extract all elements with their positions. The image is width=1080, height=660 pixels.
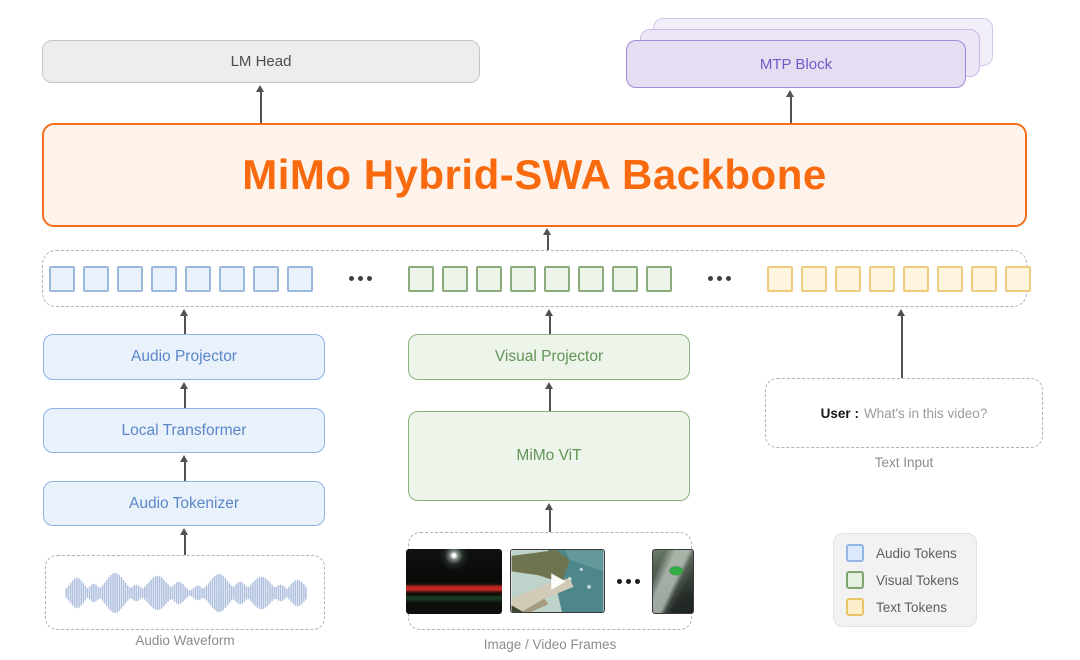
visual-token — [544, 265, 570, 292]
legend-label-audio: Audio Tokens — [876, 545, 957, 561]
audio-tokenizer-label: Audio Tokenizer — [128, 494, 239, 512]
mtp-block-label: MTP Block — [759, 55, 833, 73]
backbone-block: MiMo Hybrid-SWA Backbone — [42, 123, 1027, 227]
arrow-text-input-to-tokens — [897, 309, 905, 378]
video-frame-thumbnail-2 — [510, 549, 605, 613]
token-ellipsis-dots — [347, 276, 374, 281]
legend-row-text: Text Tokens — [846, 598, 964, 616]
arrow-backbone-to-lm-head — [256, 85, 264, 123]
arrow-tokens-to-backbone — [543, 228, 551, 250]
text-token — [971, 265, 997, 292]
local-transformer-label: Local Transformer — [121, 421, 247, 439]
text-token — [835, 265, 861, 292]
text-token — [903, 265, 929, 292]
legend-row-audio: Audio Tokens — [846, 544, 964, 562]
backbone-label: MiMo Hybrid-SWA Backbone — [242, 151, 827, 198]
lm-head-block: LM Head — [42, 40, 480, 83]
text-input-box: User : What's in this video? — [765, 378, 1043, 448]
arrow-local-transformer-to-audio-projector — [180, 382, 188, 408]
audio-projector-block: Audio Projector — [43, 334, 325, 380]
visual-projector-block: Visual Projector — [408, 334, 690, 380]
coastal-scene-icon — [511, 550, 604, 612]
visual-token — [612, 265, 638, 292]
text-input-caption: Text Input — [874, 455, 934, 470]
arrow-visual-projector-to-tokens — [545, 309, 553, 334]
visual-token — [646, 265, 672, 292]
visual-token-swatch-icon — [846, 571, 864, 589]
text-token-swatch-icon — [846, 598, 864, 616]
text-token — [1005, 265, 1031, 292]
token-ellipsis-dots — [706, 276, 733, 281]
text-token — [937, 265, 963, 292]
audio-waveform-input — [45, 555, 325, 630]
visual-projector-label: Visual Projector — [494, 348, 604, 365]
audio-projector-label: Audio Projector — [131, 348, 237, 365]
user-prompt-label: User : — [820, 405, 859, 421]
visual-token — [510, 265, 536, 292]
arrow-backbone-to-mtp — [786, 90, 794, 123]
audio-token — [219, 265, 245, 292]
user-prompt-message: What's in this video? — [863, 405, 988, 421]
mimo-vit-label: MiMo ViT — [516, 447, 582, 464]
audio-token — [49, 265, 75, 292]
video-frame-thumbnail-1 — [406, 548, 502, 614]
token-sequence-row — [42, 250, 1031, 307]
visual-input-caption: Image / Video Frames — [483, 637, 617, 652]
text-token — [767, 265, 793, 292]
visual-token — [578, 265, 604, 292]
audio-token — [185, 265, 211, 292]
mtp-block: MTP Block — [626, 40, 966, 88]
arrow-waveform-to-audio-tokenizer — [180, 528, 188, 555]
mimo-vit-block: MiMo ViT — [408, 411, 690, 501]
audio-token-swatch-icon — [846, 544, 864, 562]
token-legend: Audio Tokens Visual Tokens Text Tokens — [833, 533, 977, 627]
legend-label-text: Text Tokens — [876, 599, 948, 615]
lm-head-label: LM Head — [230, 53, 292, 70]
legend-label-visual: Visual Tokens — [876, 572, 959, 588]
local-transformer-block: Local Transformer — [43, 408, 325, 453]
audio-tokenizer-block: Audio Tokenizer — [43, 481, 325, 526]
video-frame-thumbnail-3 — [652, 548, 694, 614]
text-token — [801, 265, 827, 292]
frames-ellipsis-dots — [615, 578, 642, 584]
audio-token — [117, 265, 143, 292]
image-video-frames-input — [406, 532, 694, 630]
visual-token — [442, 265, 468, 292]
legend-row-visual: Visual Tokens — [846, 571, 964, 589]
arrow-audio-projector-to-tokens — [180, 309, 188, 334]
audio-token — [151, 265, 177, 292]
arrow-vit-to-visual-projector — [545, 382, 553, 411]
visual-token — [408, 265, 434, 292]
audio-token — [253, 265, 279, 292]
audio-token — [83, 265, 109, 292]
arrow-frames-to-vit — [545, 503, 553, 532]
visual-token — [476, 265, 502, 292]
audio-token — [287, 265, 313, 292]
arrow-audio-tokenizer-to-local-transformer — [180, 455, 188, 481]
waveform-icon — [65, 572, 307, 613]
audio-input-caption: Audio Waveform — [135, 633, 235, 648]
text-token — [869, 265, 895, 292]
